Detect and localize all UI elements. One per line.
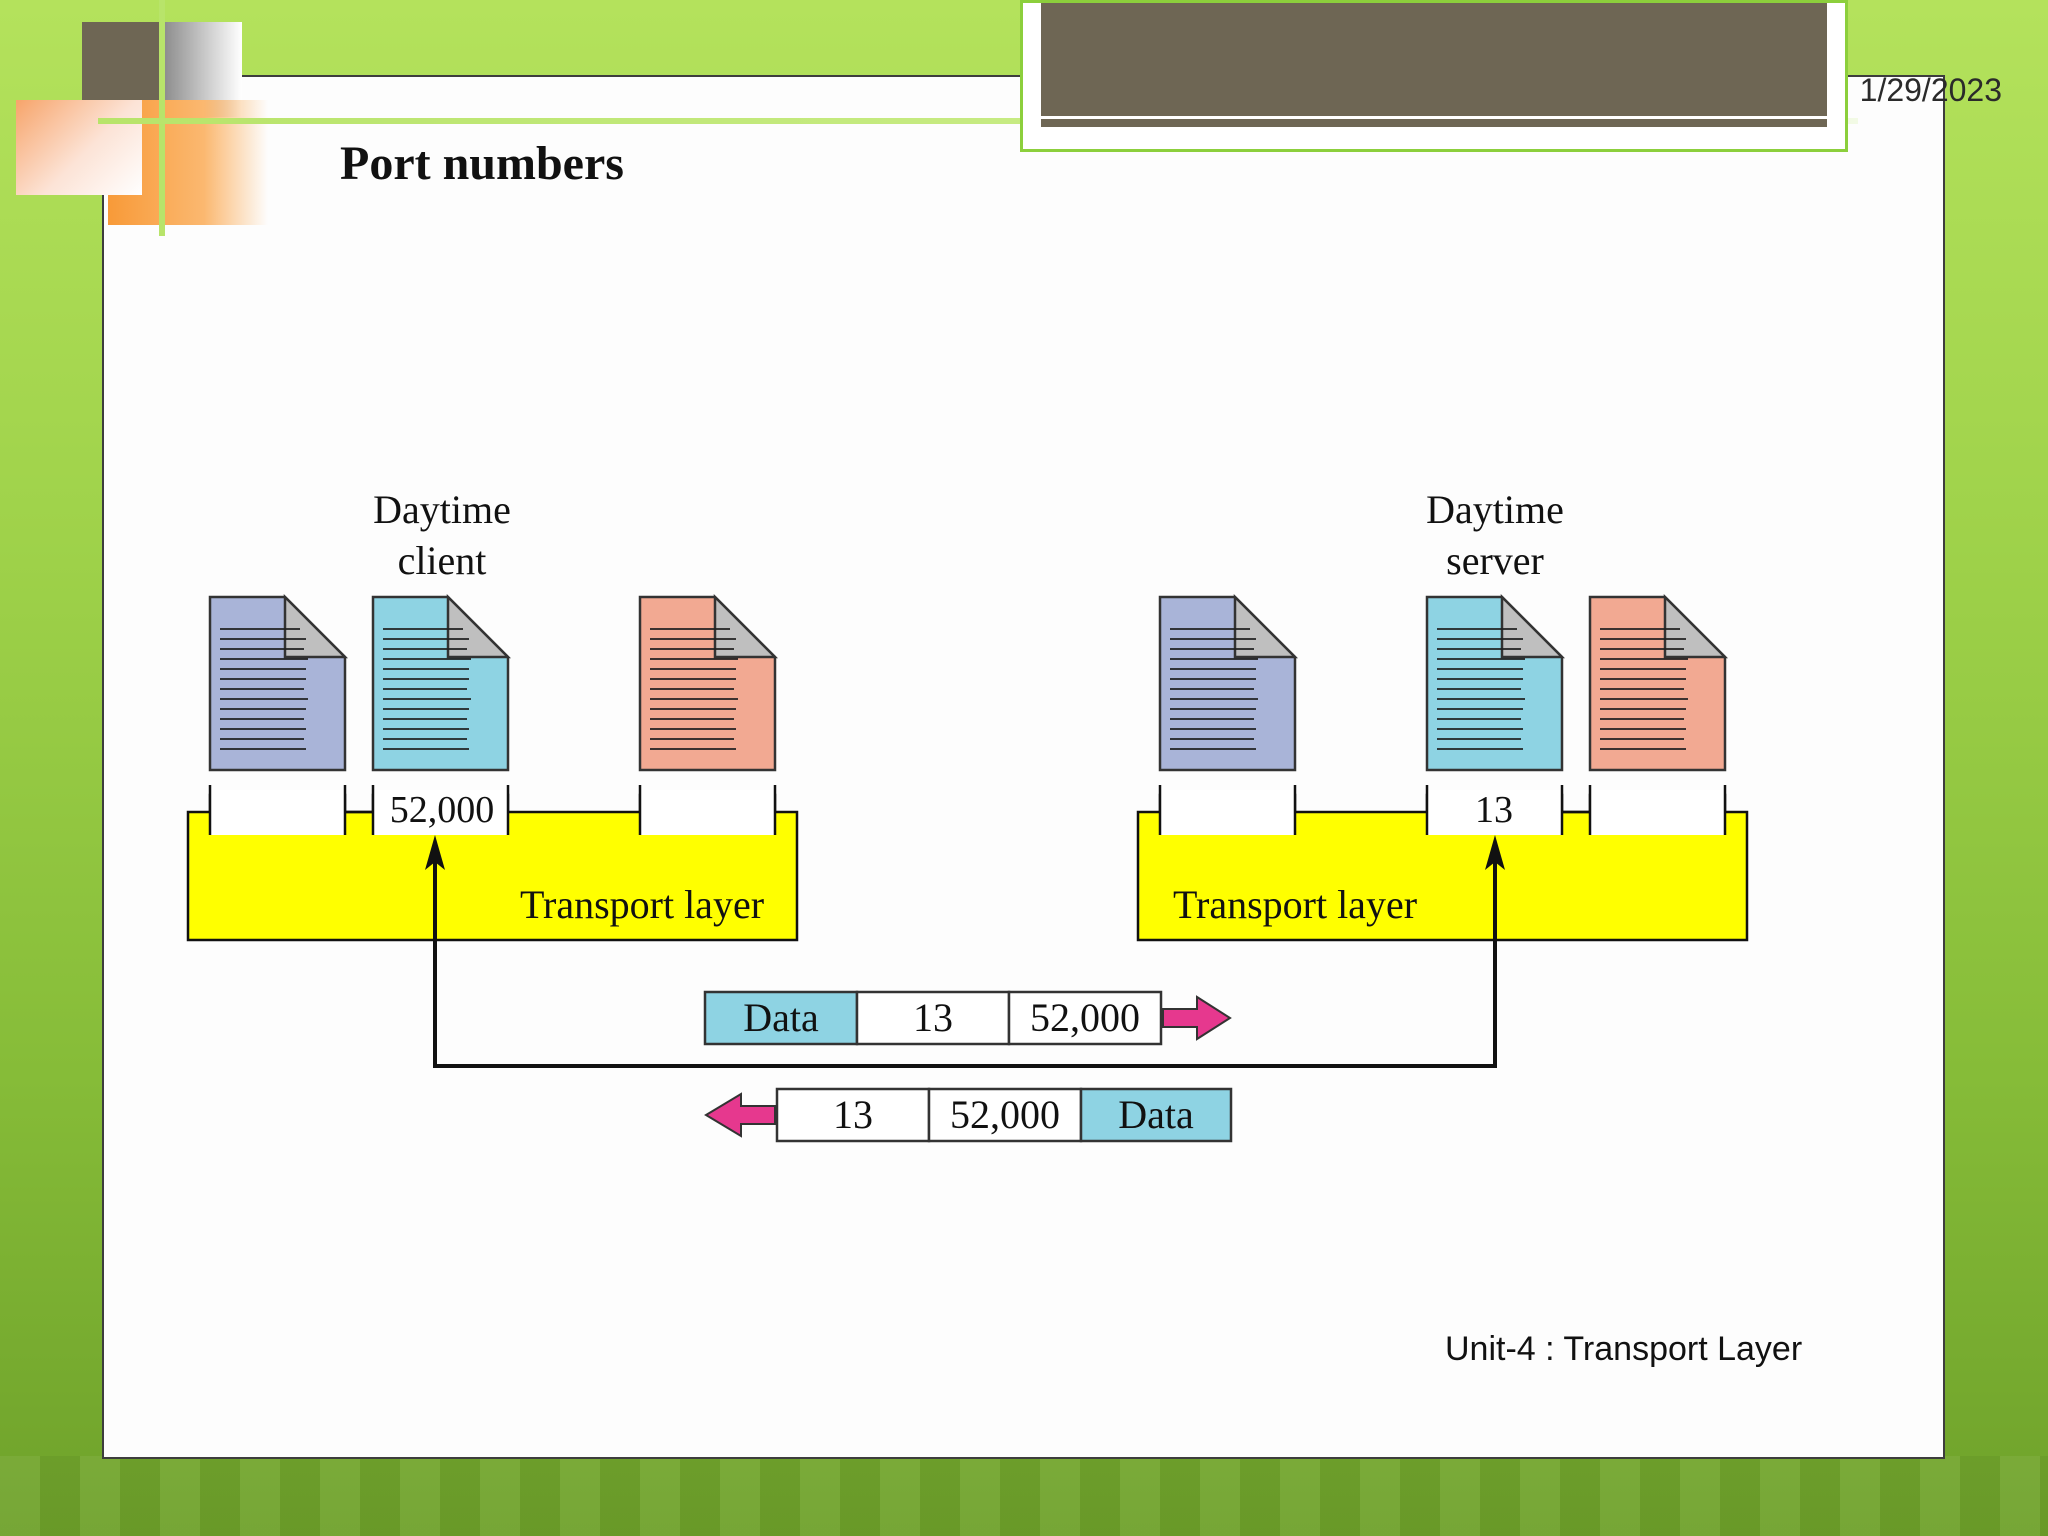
request-dest-port-cell: 13 xyxy=(913,995,953,1040)
response-packet: 13 52,000 Data xyxy=(775,1087,1233,1143)
decor-light-square xyxy=(16,100,142,195)
server-label-line2: server xyxy=(1446,538,1544,583)
date-header-box xyxy=(1020,0,1848,152)
server-port-slots xyxy=(1158,785,1727,835)
response-direction-arrow xyxy=(704,1092,776,1138)
client-port-number: 52,000 xyxy=(390,789,495,831)
client-process-doc-salmon xyxy=(638,593,779,772)
decor-horizontal-line xyxy=(98,118,1858,124)
request-direction-arrow xyxy=(1162,995,1232,1041)
client-transport-layer-label: Transport layer xyxy=(520,882,764,927)
server-label-line1: Daytime xyxy=(1426,487,1564,532)
request-packet: Data 13 52,000 xyxy=(703,990,1163,1046)
slide-footer: Unit-4 : Transport Layer xyxy=(1445,1330,1803,1368)
slide-title: Port numbers xyxy=(340,137,624,190)
server-process-doc-blue xyxy=(1158,593,1299,772)
slide-date: 1/29/2023 xyxy=(1859,72,2002,108)
client-process-doc-blue xyxy=(208,593,349,772)
client-label-line2: client xyxy=(398,538,487,583)
server-process-doc-cyan xyxy=(1425,593,1566,772)
client-label-line1: Daytime xyxy=(373,487,511,532)
background-stripes xyxy=(0,1456,2048,1536)
client-port-slots xyxy=(208,785,777,835)
request-src-port-cell: 52,000 xyxy=(1030,995,1140,1040)
server-port-number: 13 xyxy=(1475,789,1513,831)
response-dest-port-cell: 13 xyxy=(833,1092,873,1137)
client-process-doc-cyan xyxy=(371,593,512,772)
server-process-doc-salmon xyxy=(1588,593,1729,772)
response-data-cell: Data xyxy=(1118,1092,1194,1137)
response-src-port-cell: 52,000 xyxy=(950,1092,1060,1137)
server-up-arrowhead xyxy=(1485,835,1505,870)
connection-line xyxy=(433,848,1497,1068)
date-header-band xyxy=(1041,3,1827,127)
server-transport-layer-label: Transport layer xyxy=(1173,882,1417,927)
client-up-arrowhead xyxy=(425,835,445,870)
request-data-cell: Data xyxy=(743,995,819,1040)
